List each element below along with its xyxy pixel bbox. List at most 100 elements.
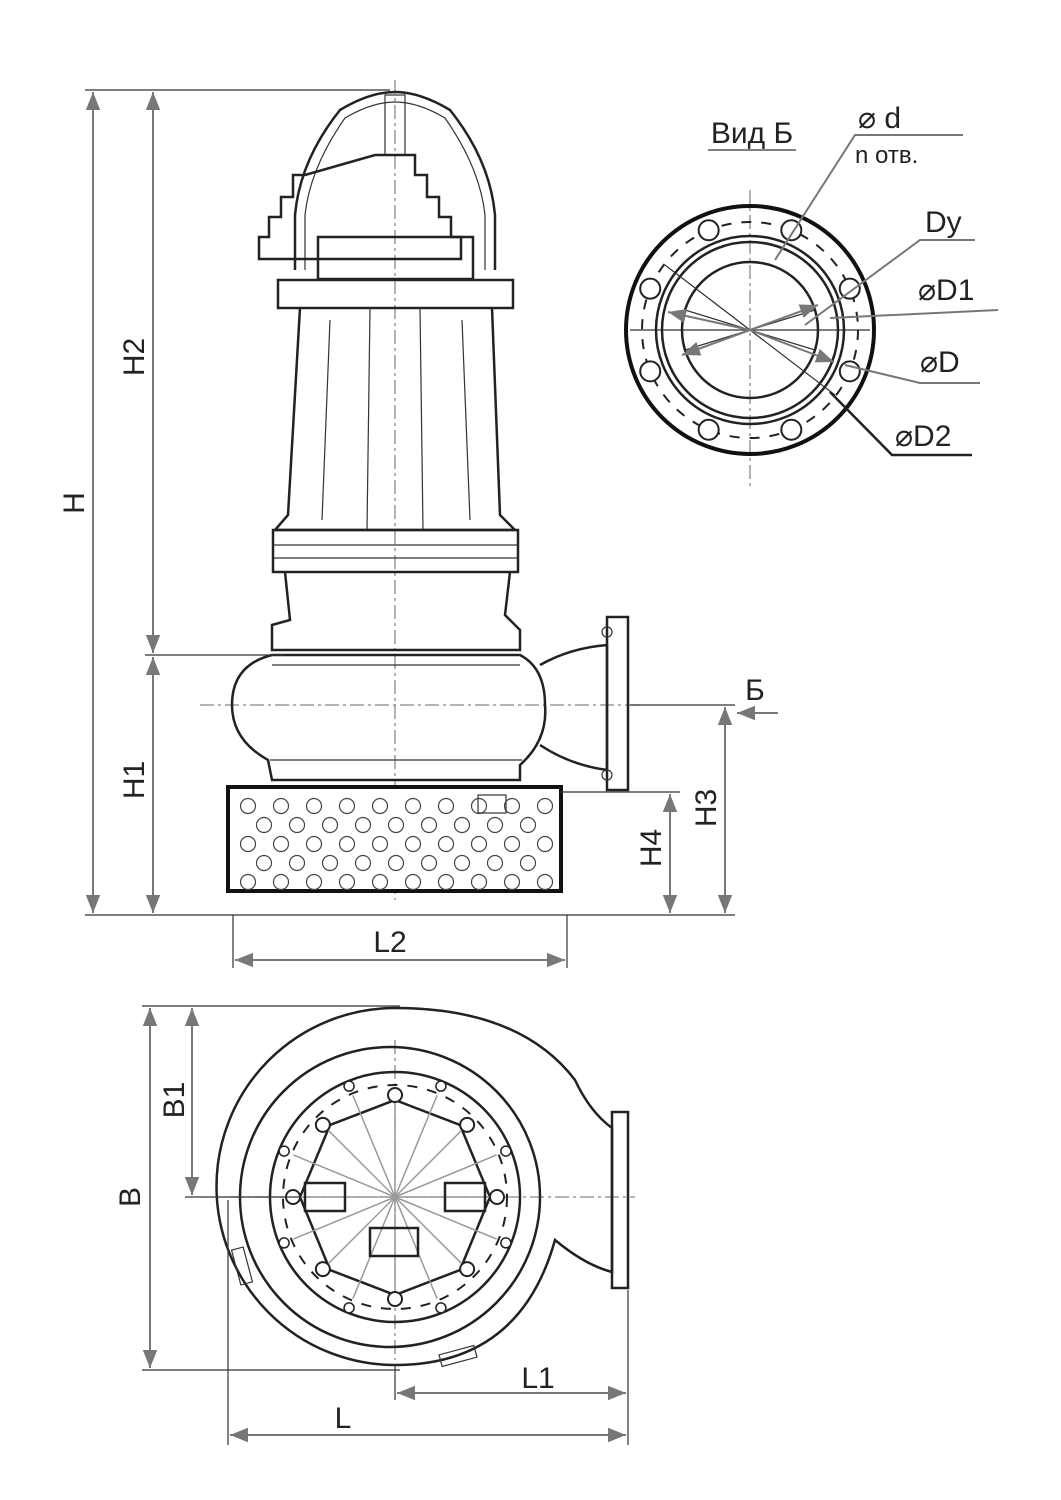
rib-line (293, 1154, 396, 1198)
rib-line (394, 1196, 474, 1276)
perforation-hole (503, 873, 521, 891)
perforation-hole (470, 835, 488, 853)
bolt (435, 1302, 447, 1314)
dim-label-L1: L1 (521, 1362, 554, 1395)
bolt (314, 1116, 331, 1133)
dim-label-H: H (58, 492, 91, 514)
dim-label-B: B (114, 1187, 147, 1207)
bolt (278, 1145, 290, 1157)
perforation-hole (338, 835, 356, 853)
d-label: ⌀D (920, 346, 960, 379)
perforation-hole (387, 816, 405, 834)
perforation-hole (453, 854, 471, 872)
bolt-hole (838, 277, 861, 300)
nominal-diameter-label: Dy (925, 206, 962, 239)
bolt (343, 1302, 355, 1314)
perforation-hole (305, 835, 323, 853)
pump-front-view (200, 80, 640, 900)
perforation-hole (536, 873, 554, 891)
perforation-hole (354, 816, 372, 834)
bolt (314, 1261, 331, 1278)
bolt (489, 1189, 505, 1205)
perforation-hole (321, 854, 339, 872)
perforation-hole (239, 797, 257, 815)
perforation-hole (371, 873, 389, 891)
perforation-hole (404, 835, 422, 853)
d1-label: ⌀D1 (918, 274, 974, 307)
perforation-hole (272, 835, 290, 853)
base-perforations (239, 797, 554, 891)
perforation-hole (420, 816, 438, 834)
rib-line (394, 1095, 438, 1198)
bolt-hole (780, 418, 803, 441)
perforation-hole (272, 873, 290, 891)
perforation-hole (486, 816, 504, 834)
bolt (387, 1087, 403, 1103)
flange-view: Вид Б ⌀ d n отв. Dy ⌀D1 ⌀D ⌀D2 (624, 102, 999, 490)
bolt (343, 1080, 355, 1092)
perforation-hole (354, 854, 372, 872)
perforation-hole (503, 797, 521, 815)
perforation-hole (536, 835, 554, 853)
bolt (387, 1291, 403, 1307)
front-view-dimensions: H H2 H1 H3 H4 L2 Б (58, 89, 778, 968)
perforation-hole (321, 816, 339, 834)
bolt (459, 1116, 476, 1133)
perforation-hole (387, 854, 405, 872)
perforation-hole (404, 797, 422, 815)
dim-label-H4: H4 (635, 829, 668, 867)
perforation-hole (404, 873, 422, 891)
perforation-hole (338, 797, 356, 815)
perforation-hole (255, 816, 273, 834)
perforation-hole (503, 835, 521, 853)
perforation-hole (486, 854, 504, 872)
perforation-hole (453, 816, 471, 834)
bolt (435, 1080, 447, 1092)
perforation-hole (470, 873, 488, 891)
dim-label-H2: H2 (118, 338, 151, 376)
dim-label-H3: H3 (690, 789, 723, 827)
perforation-hole (272, 797, 290, 815)
rib-line (316, 1196, 396, 1276)
perforation-hole (338, 873, 356, 891)
perforation-hole (437, 873, 455, 891)
pump-plan-view (215, 1006, 635, 1368)
perforation-hole (305, 873, 323, 891)
rib-line (394, 1118, 474, 1198)
perforation-hole (437, 835, 455, 853)
perforation-hole (536, 797, 554, 815)
perforation-hole (519, 854, 537, 872)
perforation-hole (420, 854, 438, 872)
d2-label: ⌀D2 (895, 420, 951, 453)
perforation-hole (288, 816, 306, 834)
perforation-hole (239, 873, 257, 891)
perforation-hole (305, 797, 323, 815)
rib-line (316, 1118, 396, 1198)
flange-view-title: Вид Б (711, 117, 793, 150)
plan-view-dimensions: B B1 L1 L (114, 1005, 629, 1445)
bolt-hole (639, 277, 662, 300)
rib-line (352, 1095, 396, 1198)
bolt-hole (639, 360, 662, 383)
bolt (500, 1145, 512, 1157)
bolt-hole (697, 418, 720, 441)
perforation-hole (371, 835, 389, 853)
dim-label-L2: L2 (373, 926, 406, 959)
perforation-hole (437, 797, 455, 815)
dim-label-L: L (335, 1402, 352, 1435)
rib-line (394, 1154, 497, 1198)
perforation-hole (371, 797, 389, 815)
perforation-hole (519, 816, 537, 834)
bolt-hole (697, 219, 720, 242)
perforation-hole (239, 835, 257, 853)
rib-line (394, 1196, 497, 1240)
bolt (278, 1237, 290, 1249)
bolt (459, 1261, 476, 1278)
perforation-hole (255, 854, 273, 872)
bolt-hole (838, 360, 861, 383)
rib-line (293, 1196, 396, 1240)
hole-diameter-label: ⌀ d (858, 102, 901, 135)
dim-label-B1: B1 (158, 1082, 191, 1119)
